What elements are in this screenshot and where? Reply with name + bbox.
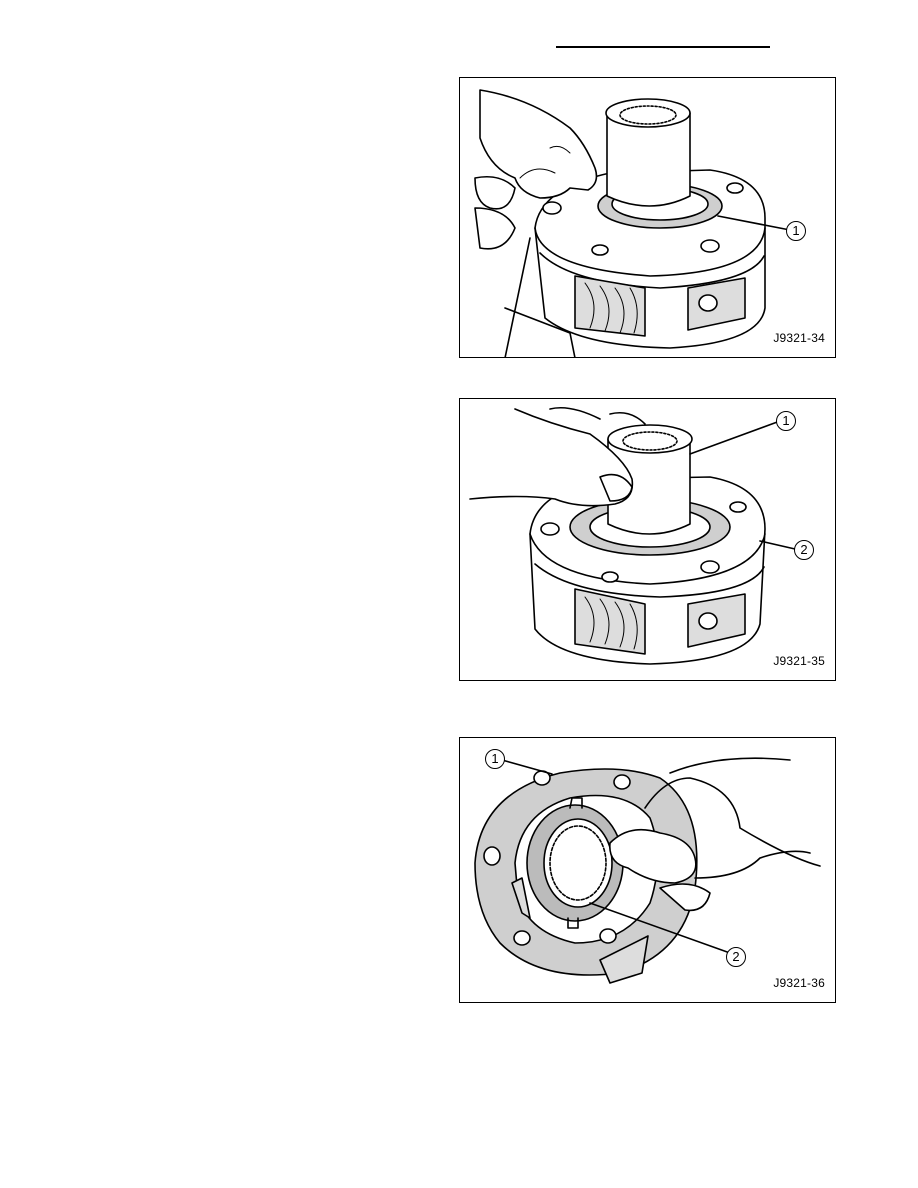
figure-id: J9321-35 (773, 654, 825, 668)
figure-1-illustration (474, 89, 791, 357)
figure-3-illustration (474, 757, 821, 984)
figure-2: 1 2 J9321-35 (459, 398, 836, 681)
figure-2-illustration (469, 406, 796, 665)
callout-2: 2 (726, 947, 746, 967)
figure-3: 1 2 J9321-36 (459, 737, 836, 1003)
figure-1: 1 J9321-34 (459, 77, 836, 358)
header-rule (556, 46, 770, 48)
figure-id: J9321-36 (773, 976, 825, 990)
callout-1: 1 (485, 749, 505, 769)
callout-2: 2 (794, 540, 814, 560)
callout-1: 1 (776, 411, 796, 431)
callout-1: 1 (786, 221, 806, 241)
figure-id: J9321-34 (773, 331, 825, 345)
